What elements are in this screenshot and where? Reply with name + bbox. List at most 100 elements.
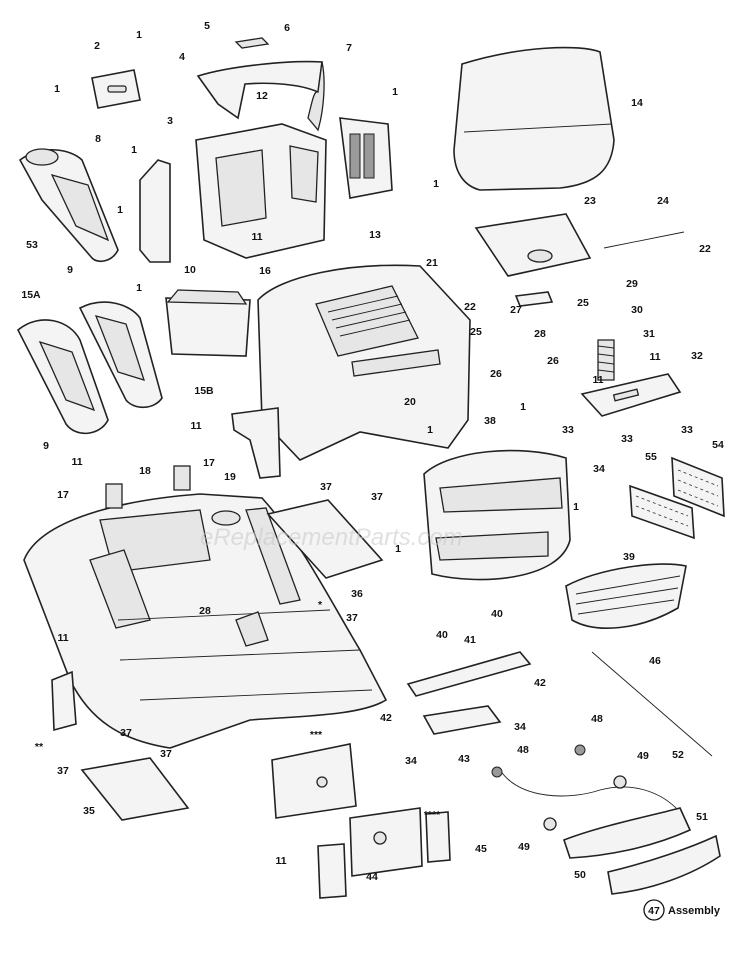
callout-c1i: 1 [427,424,433,436]
callout-c38: 38 [484,415,496,427]
callout-c20: 20 [404,396,416,408]
callout-c49a: 49 [637,750,649,762]
callout-c18: 18 [139,465,151,477]
callout-c16: 16 [259,265,271,277]
callout-c46: 46 [649,655,661,667]
part-24-rod [603,231,685,249]
part-27-bracket [514,291,554,307]
callout-c2star: ** [35,741,44,753]
callout-c17a: 17 [203,457,215,469]
callout-c11a: 11 [251,231,262,243]
assembly-label: Assembly [668,905,721,917]
part-32-mount-plate [580,373,682,417]
callout-c19: 19 [224,471,236,483]
callout-c31: 31 [643,328,655,340]
part-20-hood [257,264,471,461]
part-19-decal [231,407,281,479]
callout-c35: 35 [83,805,95,817]
part-52-harness [499,769,681,813]
callout-c1f: 1 [117,204,123,216]
assembly-legend: 47 Assembly [643,899,721,921]
part-50-lens [563,807,692,859]
callout-c39: 39 [623,551,635,563]
callout-c40a: 40 [436,629,448,641]
callout-c41: 41 [464,634,476,646]
part-14-seat [453,46,615,191]
callout-c25a: 25 [577,297,589,309]
callout-c50: 50 [574,869,586,881]
part-39-grille [565,563,687,629]
callout-c28b: 28 [199,605,211,617]
callout-c1e: 1 [433,178,439,190]
callout-c26b: 26 [547,355,559,367]
callout-c22b: 22 [464,301,476,313]
part-36-panel [266,499,384,579]
callout-c25b: 25 [470,326,482,338]
callout-c26a: 26 [490,368,502,380]
callout-c33c: 33 [681,424,693,436]
part-55-grille-insert [629,484,695,540]
callout-c7: 7 [346,42,352,54]
part-44-plate [317,843,347,899]
callout-c33a: 33 [562,424,574,436]
part-15b-footrest [78,301,163,409]
callout-c1j: 1 [573,501,579,513]
callout-c42a: 42 [534,677,546,689]
callout-c11d: 11 [190,420,201,432]
watermark: eReplacementParts.com [200,524,463,551]
part-star4-plate [349,807,423,877]
callout-c36: 36 [351,588,363,600]
callout-c40b: 40 [491,608,503,620]
callout-c1k: 1 [395,543,401,555]
callout-c8: 8 [95,133,101,145]
callout-c1c: 1 [392,86,398,98]
callout-c34b: 34 [514,721,526,733]
callout-c11c: 11 [592,374,603,386]
callout-c11f: 11 [57,632,68,644]
part-8-side-panel [18,148,119,263]
callout-c1a: 1 [136,29,142,41]
callout-c54: 54 [712,439,724,451]
callout-c12: 12 [256,90,268,102]
callout-c11b: 11 [649,351,660,363]
part-18-fender [23,493,388,749]
part-2-decal [91,69,141,109]
callout-c45: 45 [475,843,487,855]
callout-c5: 5 [204,20,210,32]
assembly-number: 47 [648,905,660,917]
callout-c27: 27 [510,304,522,316]
callout-c37b: 37 [371,491,383,503]
part-35-panel [80,757,190,821]
callout-c15b: 15B [194,385,214,397]
callout-c44: 44 [366,871,378,883]
callout-c14: 14 [631,97,643,109]
callout-c10: 10 [184,264,196,276]
callout-c22a: 22 [699,243,711,255]
callout-c6: 6 [284,22,290,34]
callout-c4: 4 [179,51,185,63]
callout-c3star: *** [310,729,323,741]
callout-c9b: 9 [43,440,49,452]
part-43-bracket [422,705,502,735]
callout-c42b: 42 [380,712,392,724]
part-16-battery-box [165,289,251,357]
callout-c1h: 1 [520,401,526,413]
callout-c48b: 48 [517,744,529,756]
callout-c11g: 11 [275,855,286,867]
callout-c21: 21 [426,257,438,269]
part-38-nose-cone [423,449,571,581]
callout-c34: 34 [593,463,605,475]
part-7-dash-top [196,37,325,132]
callout-c24: 24 [657,195,669,207]
callout-c2: 2 [94,40,100,52]
callout-c37a: 37 [320,481,332,493]
callout-c9a: 9 [67,264,73,276]
callout-c29: 29 [626,278,638,290]
part-46-wire [591,651,713,757]
part-23-seat-pan [474,213,592,277]
part-51-bumper [607,834,721,895]
callout-c37e: 37 [160,748,172,760]
callout-c28a: 28 [534,328,546,340]
